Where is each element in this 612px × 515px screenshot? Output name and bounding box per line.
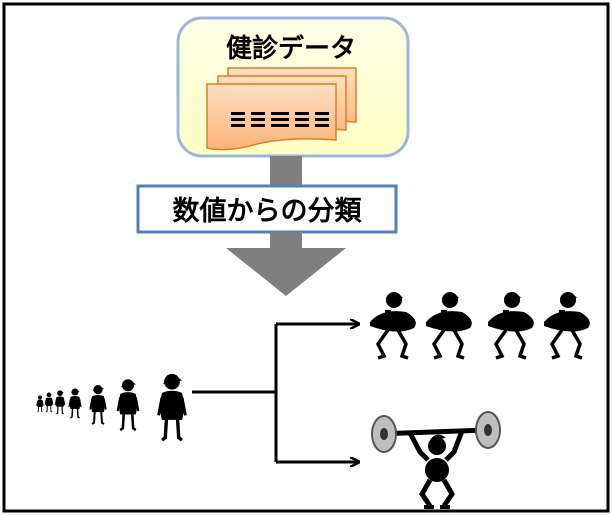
standing-person-icon <box>68 388 82 419</box>
walking-group-icon <box>370 292 590 360</box>
source-data-box: 健診データ <box>176 16 410 158</box>
walking-person-icon <box>488 292 534 360</box>
standing-person-icon <box>116 379 140 432</box>
classification-box: 数値からの分類 <box>136 184 398 234</box>
standing-person-icon <box>54 390 66 415</box>
standing-person-icon <box>89 385 107 425</box>
walking-person-icon <box>544 292 590 360</box>
flow-arrow-lower <box>226 232 346 296</box>
walking-person-icon <box>370 292 416 360</box>
classification-label: 数値からの分類 <box>173 196 363 227</box>
standing-person-icon <box>157 373 187 442</box>
standing-person-icon <box>36 395 44 413</box>
standing-person-icon <box>44 392 54 413</box>
document-stack-icon <box>206 67 357 151</box>
source-box-title: 健診データ <box>226 33 356 64</box>
standing-people-icon <box>36 373 187 442</box>
branch-connector <box>192 324 358 462</box>
weightlifter-icon <box>371 411 501 509</box>
flow-arrow-upper <box>270 156 302 186</box>
walking-person-icon <box>426 292 472 360</box>
